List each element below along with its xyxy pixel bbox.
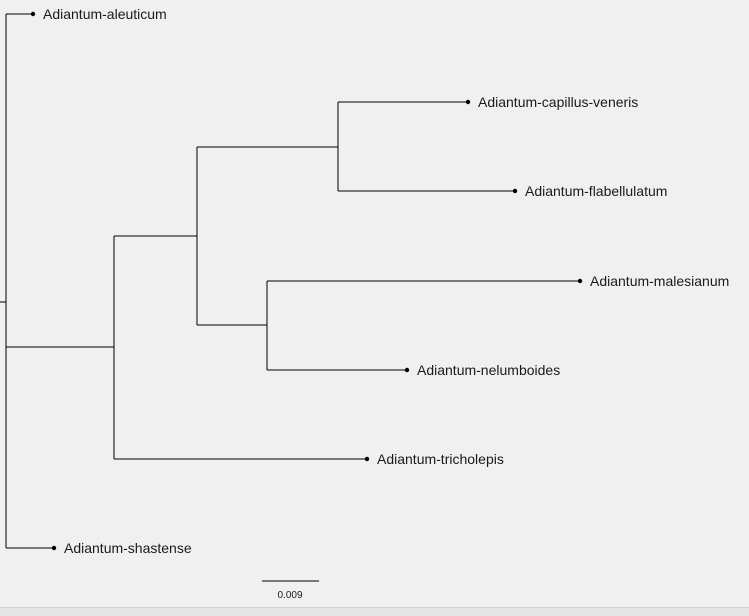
tip-label-tricholepis: Adiantum-tricholepis xyxy=(377,451,504,467)
tip-label-capillus-veneris: Adiantum-capillus-veneris xyxy=(478,94,638,110)
tip-label-flabellulatum: Adiantum-flabellulatum xyxy=(525,183,667,199)
bottom-border xyxy=(0,607,749,616)
tip-node xyxy=(51,545,57,551)
tip-label-aleuticum: Adiantum-aleuticum xyxy=(43,6,167,22)
tip-label-malesianum: Adiantum-malesianum xyxy=(590,273,729,289)
tip-node xyxy=(30,11,36,17)
tip-node xyxy=(577,278,583,284)
tip-node xyxy=(512,188,518,194)
tip-node xyxy=(364,456,370,462)
tip-label-nelumboides: Adiantum-nelumboides xyxy=(417,362,560,378)
tip-node xyxy=(465,99,471,105)
tip-label-shastense: Adiantum-shastense xyxy=(64,540,192,556)
tip-node xyxy=(404,367,410,373)
scale-bar-label: 0.009 xyxy=(277,590,302,601)
